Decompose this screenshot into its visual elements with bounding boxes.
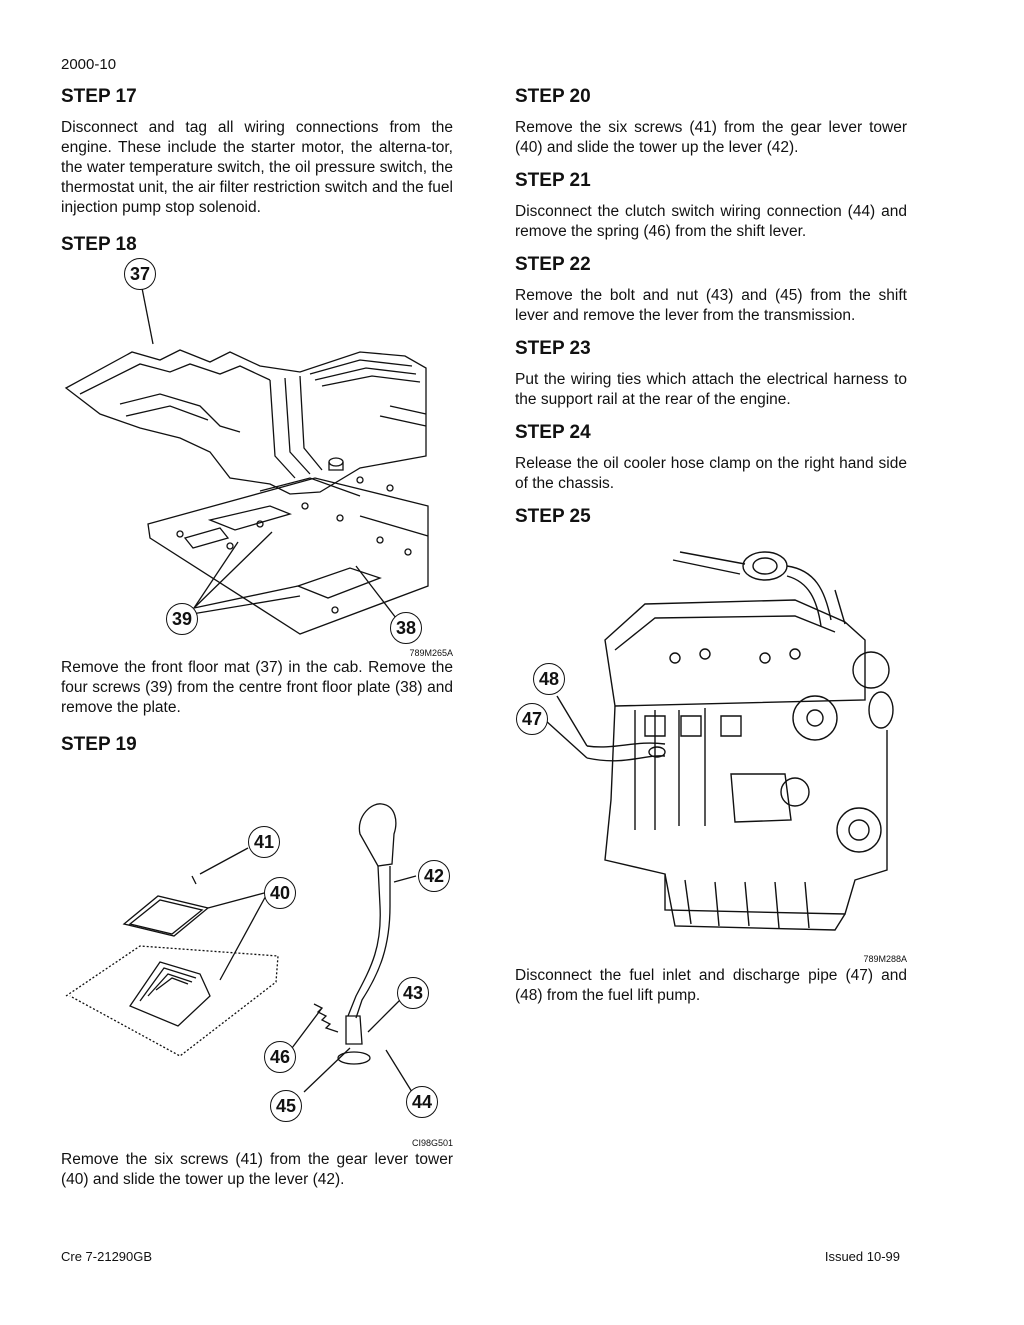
callout-47: 47 (516, 703, 548, 735)
left-column: STEP 17 Disconnect and tag all wiring co… (61, 84, 453, 258)
gear-lever-drawing (65, 803, 417, 1093)
floor-plate-drawing (64, 287, 429, 635)
footer-document-code: Cre 7-21290GB (61, 1249, 153, 1264)
callout-48: 48 (533, 663, 565, 695)
step-18-caption: Remove the front floor mat (37) in the c… (61, 659, 453, 716)
page-number: 2000-10 (61, 56, 117, 73)
callout-37: 37 (124, 258, 156, 290)
left-column-bottom: Remove the six screws (41) from the gear… (61, 1150, 453, 1190)
step-25-heading: STEP 25 (515, 506, 591, 527)
step-20-heading: STEP 20 (515, 86, 591, 107)
step-22-text: Remove the bolt and nut (43) and (45) fr… (515, 287, 907, 324)
step-24-heading: STEP 24 (515, 422, 591, 443)
right-column-bottom: Disconnect the fuel inlet and discharge … (515, 966, 907, 1006)
callout-40: 40 (264, 877, 296, 909)
step-25-caption: Disconnect the fuel inlet and discharge … (515, 967, 907, 1004)
step-18-heading: STEP 18 (61, 234, 137, 255)
figure-code: 789M288A (863, 954, 907, 964)
step-21-heading: STEP 21 (515, 170, 591, 191)
right-column: STEP 20 Remove the six screws (41) from … (515, 84, 907, 530)
callout-43: 43 (397, 977, 429, 1009)
step-24-text: Release the oil cooler hose clamp on the… (515, 455, 907, 492)
callout-46: 46 (264, 1041, 296, 1073)
step-22-heading: STEP 22 (515, 254, 591, 275)
figure-code: 789M265A (409, 648, 453, 658)
step-19-caption: Remove the six screws (41) from the gear… (61, 1151, 453, 1188)
callout-41: 41 (248, 826, 280, 858)
step-17-text: Disconnect and tag all wiring connection… (61, 119, 453, 216)
callout-44: 44 (406, 1086, 438, 1118)
step-17-heading: STEP 17 (61, 86, 137, 107)
step-20-text: Remove the six screws (41) from the gear… (515, 119, 907, 156)
step-23-heading: STEP 23 (515, 338, 591, 359)
step-21-text: Disconnect the clutch switch wiring conn… (515, 203, 907, 240)
step-23-text: Put the wiring ties which attach the ele… (515, 371, 907, 408)
left-column-lower: Remove the front floor mat (37) in the c… (61, 658, 453, 758)
footer-issue-date: Issued 10-99 (824, 1249, 900, 1264)
step-19-heading: STEP 19 (61, 734, 137, 755)
callout-38: 38 (390, 612, 422, 644)
callout-39: 39 (166, 603, 198, 635)
callout-42: 42 (418, 860, 450, 892)
callout-45: 45 (270, 1090, 302, 1122)
engine-drawing (544, 551, 894, 931)
figure-code: CI98G501 (411, 1138, 453, 1148)
